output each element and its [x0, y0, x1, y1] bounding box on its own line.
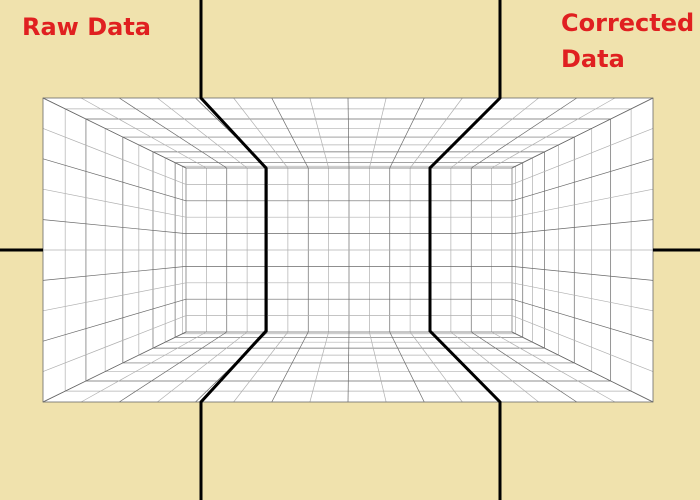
left-wall-converging-line — [42, 298, 187, 342]
floor-converging-line — [347, 331, 350, 403]
ceiling-converging-line — [389, 97, 425, 169]
left-wall-converging-line — [42, 97, 187, 169]
ceiling-converging-line — [80, 97, 207, 169]
left-wall-converging-line — [42, 266, 187, 281]
floor-converging-line — [369, 331, 387, 403]
floor-converging-line — [233, 331, 289, 403]
corrected-data-label: Corrected Data — [561, 9, 695, 73]
ceiling-converging-line — [309, 97, 329, 169]
right-wall-converging-line — [511, 219, 654, 234]
left-wall-converging-line — [42, 128, 187, 185]
floor-converging-line — [119, 331, 227, 403]
ceiling-converging-line — [119, 97, 227, 169]
ceiling-converging-line — [471, 97, 577, 169]
ceiling-converging-line — [369, 97, 387, 169]
floor-converging-line — [491, 331, 616, 403]
ceiling-converging-line — [157, 97, 248, 169]
left-wall-converging-line — [42, 315, 187, 372]
raw-data-label: Raw Data — [22, 13, 151, 41]
ceiling-converging-line — [271, 97, 309, 169]
left-wall-converging-line — [42, 219, 187, 234]
ceiling-converging-line — [491, 97, 616, 169]
left-wall-converging-line — [42, 331, 187, 403]
right-wall-converging-line — [511, 188, 654, 218]
floor-converging-line — [450, 331, 539, 403]
floor-converging-line — [80, 331, 207, 403]
right-wall-converging-line — [511, 97, 654, 169]
right-wall-converging-line — [511, 331, 654, 403]
right-wall-converging-line — [511, 266, 654, 281]
floor-converging-line — [409, 331, 463, 403]
right-wall-converging-line — [511, 158, 654, 202]
left-wall-converging-line — [42, 188, 187, 218]
right-wall-converging-line — [511, 282, 654, 312]
right-divider-line — [428, 0, 502, 500]
ceiling-converging-line — [233, 97, 289, 169]
left-wall-converging-line — [42, 158, 187, 202]
floor-converging-line — [271, 331, 309, 403]
right-wall-converging-line — [511, 298, 654, 342]
left-wall-converging-line — [42, 282, 187, 312]
perspective-grid-panel — [42, 97, 654, 403]
right-wall-converging-line — [511, 315, 654, 372]
floor-converging-line — [309, 331, 329, 403]
floor-converging-line — [389, 331, 425, 403]
right-wall-converging-line — [511, 128, 654, 185]
ceiling-converging-line — [347, 97, 350, 169]
left-divider-line — [199, 0, 268, 500]
ceiling-converging-line — [409, 97, 463, 169]
floor-converging-line — [471, 331, 577, 403]
floor-converging-line — [157, 331, 248, 403]
ceiling-converging-line — [450, 97, 539, 169]
